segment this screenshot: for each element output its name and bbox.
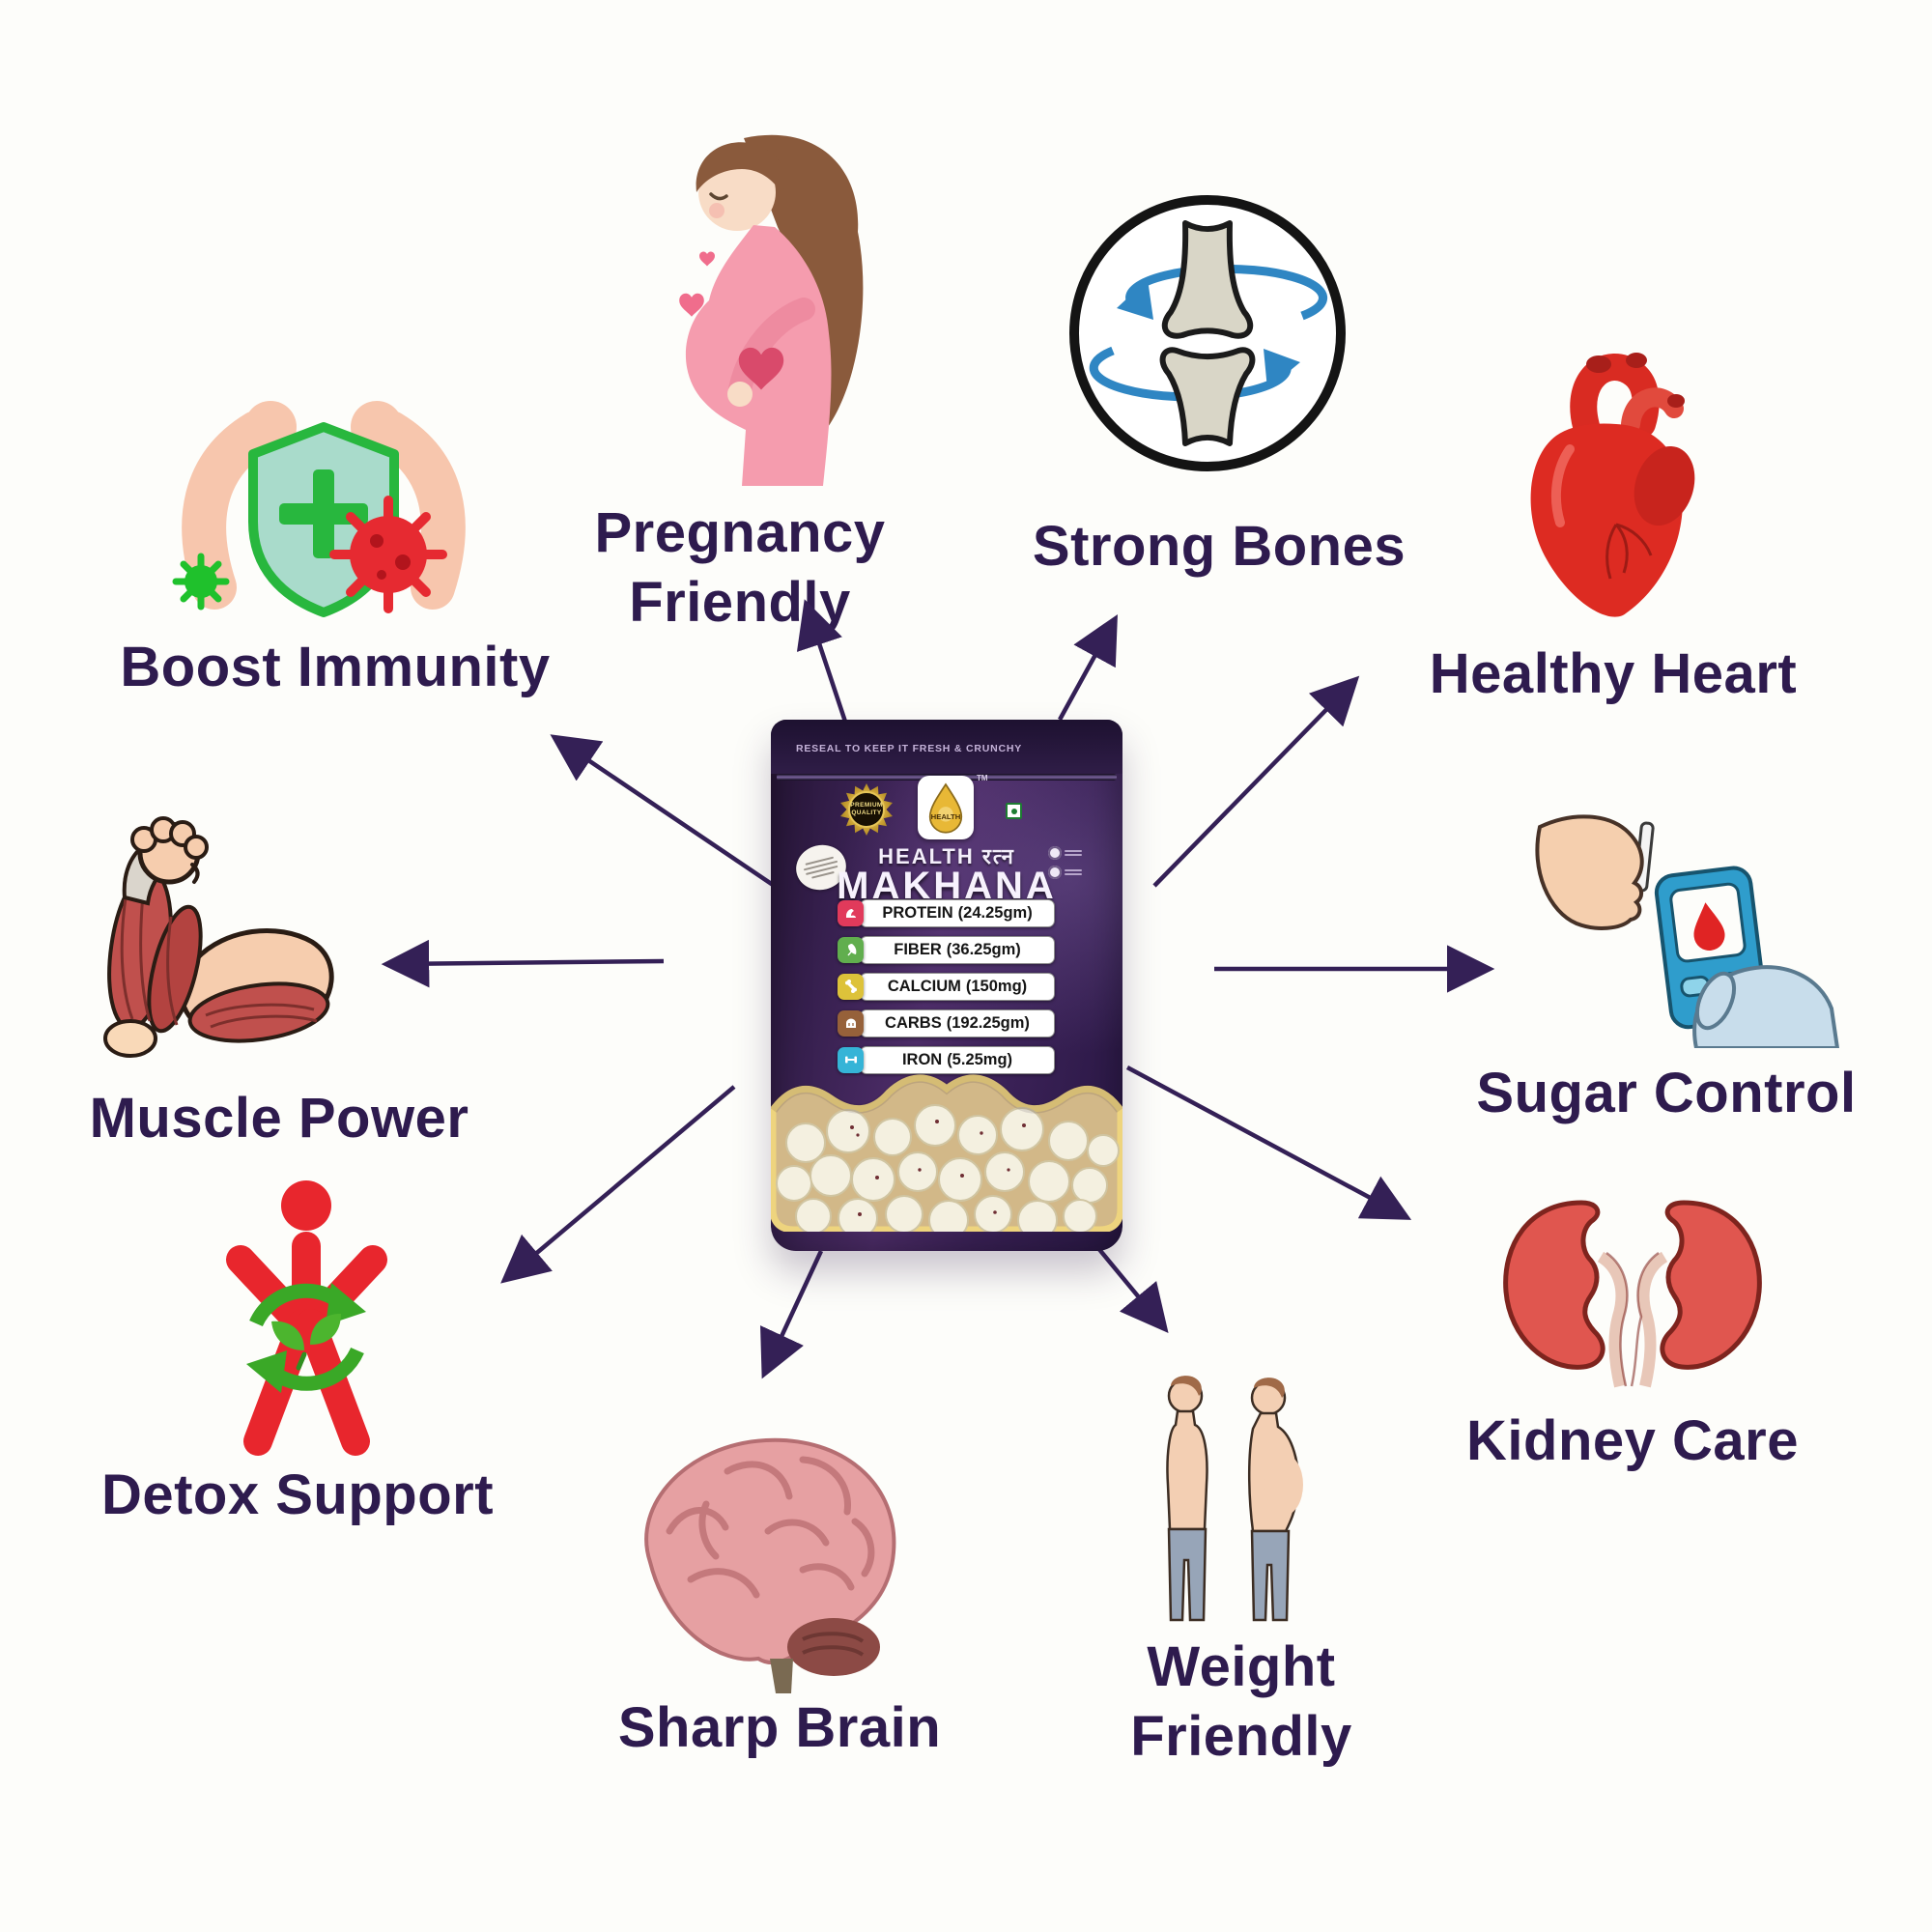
protein-muscle-icon <box>838 899 864 926</box>
calcium-bone-icon <box>838 973 864 1000</box>
detox-support-icon <box>217 1179 396 1459</box>
arrow-to-strong-bones <box>1058 613 1118 722</box>
benefit-label-detox-support: Detox Support <box>100 1463 495 1526</box>
sharp-brain-icon <box>613 1415 913 1695</box>
sugar-control-icon <box>1526 811 1840 1048</box>
nutrition-pill: PROTEIN (24.25gm) <box>860 898 1055 927</box>
benefit-label-boost-immunity: Boost Immunity <box>120 636 551 698</box>
logo-text: HEALTH <box>931 812 961 821</box>
weight-friendly-icon <box>1145 1367 1319 1633</box>
nutrient-value: (5.25mg) <box>947 1050 1013 1068</box>
iron-dumbbell-icon <box>838 1046 864 1073</box>
fiber-leaf-icon <box>838 936 864 963</box>
nutrient-value: (36.25gm) <box>946 940 1021 958</box>
cert-icon <box>1048 846 1062 860</box>
benefit-label-healthy-heart: Healthy Heart <box>1429 642 1798 705</box>
nutrient-name: FIBER <box>894 940 942 958</box>
package-reseal-text: RESEAL TO KEEP IT FRESH & CRUNCHY <box>796 743 1023 754</box>
pregnancy-friendly-icon <box>599 111 898 488</box>
boost-immunity-icon <box>164 377 483 628</box>
gold-droplet-icon: HEALTH <box>928 782 963 834</box>
nutrition-pill: IRON (5.25mg) <box>860 1045 1055 1074</box>
nutrition-pill: CALCIUM (150mg) <box>860 972 1055 1001</box>
benefit-label-muscle-power: Muscle Power <box>89 1087 469 1150</box>
arrow-to-muscle-power <box>381 939 665 988</box>
nutrient-name: IRON <box>901 1050 943 1068</box>
arrow-to-detox-support <box>500 1085 736 1284</box>
arrow-to-boost-immunity <box>550 734 778 889</box>
benefit-label-sugar-control: Sugar Control <box>1476 1062 1857 1124</box>
arrow-to-healthy-heart <box>1152 675 1360 888</box>
makhana-product-package: RESEAL TO KEEP IT FRESH & CRUNCHY PREMIU… <box>768 720 1125 1251</box>
nutrient-name: PROTEIN <box>882 903 953 922</box>
nutrient-value: (150mg) <box>965 977 1028 995</box>
benefit-label-sharp-brain: Sharp Brain <box>617 1696 942 1759</box>
premium-quality-badge: PREMIUM QUALITY <box>840 783 893 836</box>
nutrition-row-calcium: CALCIUM (150mg) <box>838 972 1055 1001</box>
benefit-label-strong-bones: Strong Bones <box>1032 515 1406 578</box>
arrow-to-sharp-brain <box>760 1250 824 1379</box>
cert-icon <box>1048 866 1062 879</box>
label-line: Friendly <box>1130 1705 1352 1768</box>
nutrient-value: (192.25gm) <box>946 1013 1030 1032</box>
veg-mark-icon <box>1006 803 1022 819</box>
label-line: Weight <box>1147 1635 1336 1698</box>
nutrition-row-protein: PROTEIN (24.25gm) <box>838 898 1055 927</box>
nutrition-row-fiber: FIBER (36.25gm) <box>838 935 1055 964</box>
brand-logo: HEALTH <box>918 776 974 839</box>
makhana-photo-window <box>768 1064 1125 1240</box>
muscle-power-icon <box>80 814 341 1080</box>
arrow-to-kidney-care <box>1125 1065 1412 1220</box>
arrow-to-pregnancy-friendly <box>796 599 848 723</box>
trademark-mark: TM <box>977 774 988 782</box>
nutrition-pill: FIBER (36.25gm) <box>860 935 1055 964</box>
carbs-bread-icon <box>838 1009 864 1037</box>
label-line: Pregnancy <box>594 501 886 564</box>
package-certification-icons <box>1048 846 1082 879</box>
nutrition-pill: CARBS (192.25gm) <box>860 1009 1055 1037</box>
package-brand-line: HEALTH रत्न <box>878 844 1015 868</box>
package-top-seal <box>771 720 1122 774</box>
nutrient-value: (24.25gm) <box>957 903 1033 922</box>
strong-bones-icon <box>1063 188 1352 478</box>
benefit-label-kidney-care: Kidney Care <box>1466 1409 1799 1472</box>
nutrient-name: CARBS <box>885 1013 942 1032</box>
kidney-care-icon <box>1492 1195 1773 1388</box>
nutrition-row-iron: IRON (5.25mg) <box>838 1045 1055 1074</box>
benefit-label-weight-friendly: Weight Friendly <box>1130 1633 1352 1772</box>
healthy-heart-icon <box>1492 331 1719 636</box>
nutrition-row-carbs: CARBS (192.25gm) <box>838 1009 1055 1037</box>
nutrient-name: CALCIUM <box>887 977 961 995</box>
badge-line2: QUALITY <box>851 810 882 816</box>
badge-line1: PREMIUM <box>850 802 883 809</box>
